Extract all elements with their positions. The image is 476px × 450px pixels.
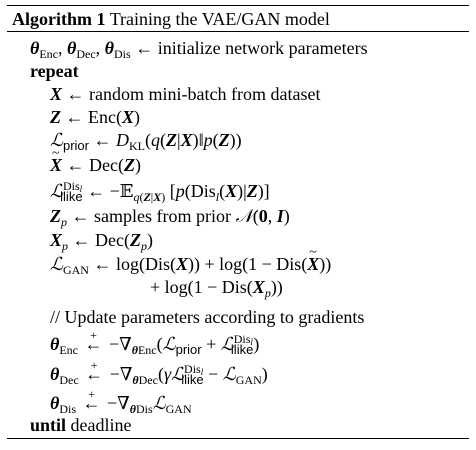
header-rule bbox=[7, 31, 469, 32]
until-text: deadline bbox=[70, 415, 132, 435]
samples-text: samples from prior bbox=[94, 206, 231, 226]
bottom-rule bbox=[7, 438, 469, 439]
update-comment: // Update parameters according to gradie… bbox=[50, 307, 365, 327]
line-gan-loss-cont: + log(1 − Dis(Xp)) bbox=[150, 277, 283, 300]
line-gan-loss: ℒGAN ← log(Dis(X)) + log(1 − Dis(X~)) bbox=[50, 245, 332, 277]
minibatch-text: random mini-batch from dataset bbox=[89, 84, 321, 104]
top-rule bbox=[7, 5, 469, 6]
line-llike-loss: ℒDislllike ← −𝔼q(Z|X) [p(Disl(X)|Z)] bbox=[50, 179, 270, 204]
line-init: θEnc, θDec, θDis ← initialize network pa… bbox=[30, 38, 368, 61]
line-encode: Z ← Enc(X) bbox=[50, 107, 140, 127]
repeat-keyword: repeat bbox=[30, 61, 79, 81]
algorithm-title: Training the VAE/GAN model bbox=[109, 9, 330, 29]
line-prior-loss: ℒprior ← DKL(q(Z|X)‖p(Z)) bbox=[50, 130, 242, 153]
line-minibatch: X ← random mini-batch from dataset bbox=[50, 84, 321, 104]
until-keyword: until bbox=[30, 415, 67, 435]
line-update-dis: θDis ←+ −∇θDisℒGAN bbox=[50, 387, 192, 416]
line-decode-prior: Xp ← Dec(Zp) bbox=[50, 230, 153, 253]
algorithm-label: Algorithm 1 bbox=[12, 9, 106, 29]
init-text: initialize network parameters bbox=[157, 38, 368, 58]
line-prior-samples: Zp ← samples from prior 𝒩(0, I) bbox=[50, 206, 290, 229]
line-decode: X~ ← Dec(Z) bbox=[50, 146, 141, 175]
algorithm-header: Algorithm 1 Training the VAE/GAN model bbox=[12, 8, 330, 30]
line-update-enc: θEnc ←+ −∇θEnc(ℒprior + ℒDislllike) bbox=[50, 328, 260, 357]
line-until: until deadline bbox=[30, 414, 132, 436]
line-update-dec: θDec ←+ −∇θDec(γℒDislllike − ℒGAN) bbox=[50, 358, 268, 387]
